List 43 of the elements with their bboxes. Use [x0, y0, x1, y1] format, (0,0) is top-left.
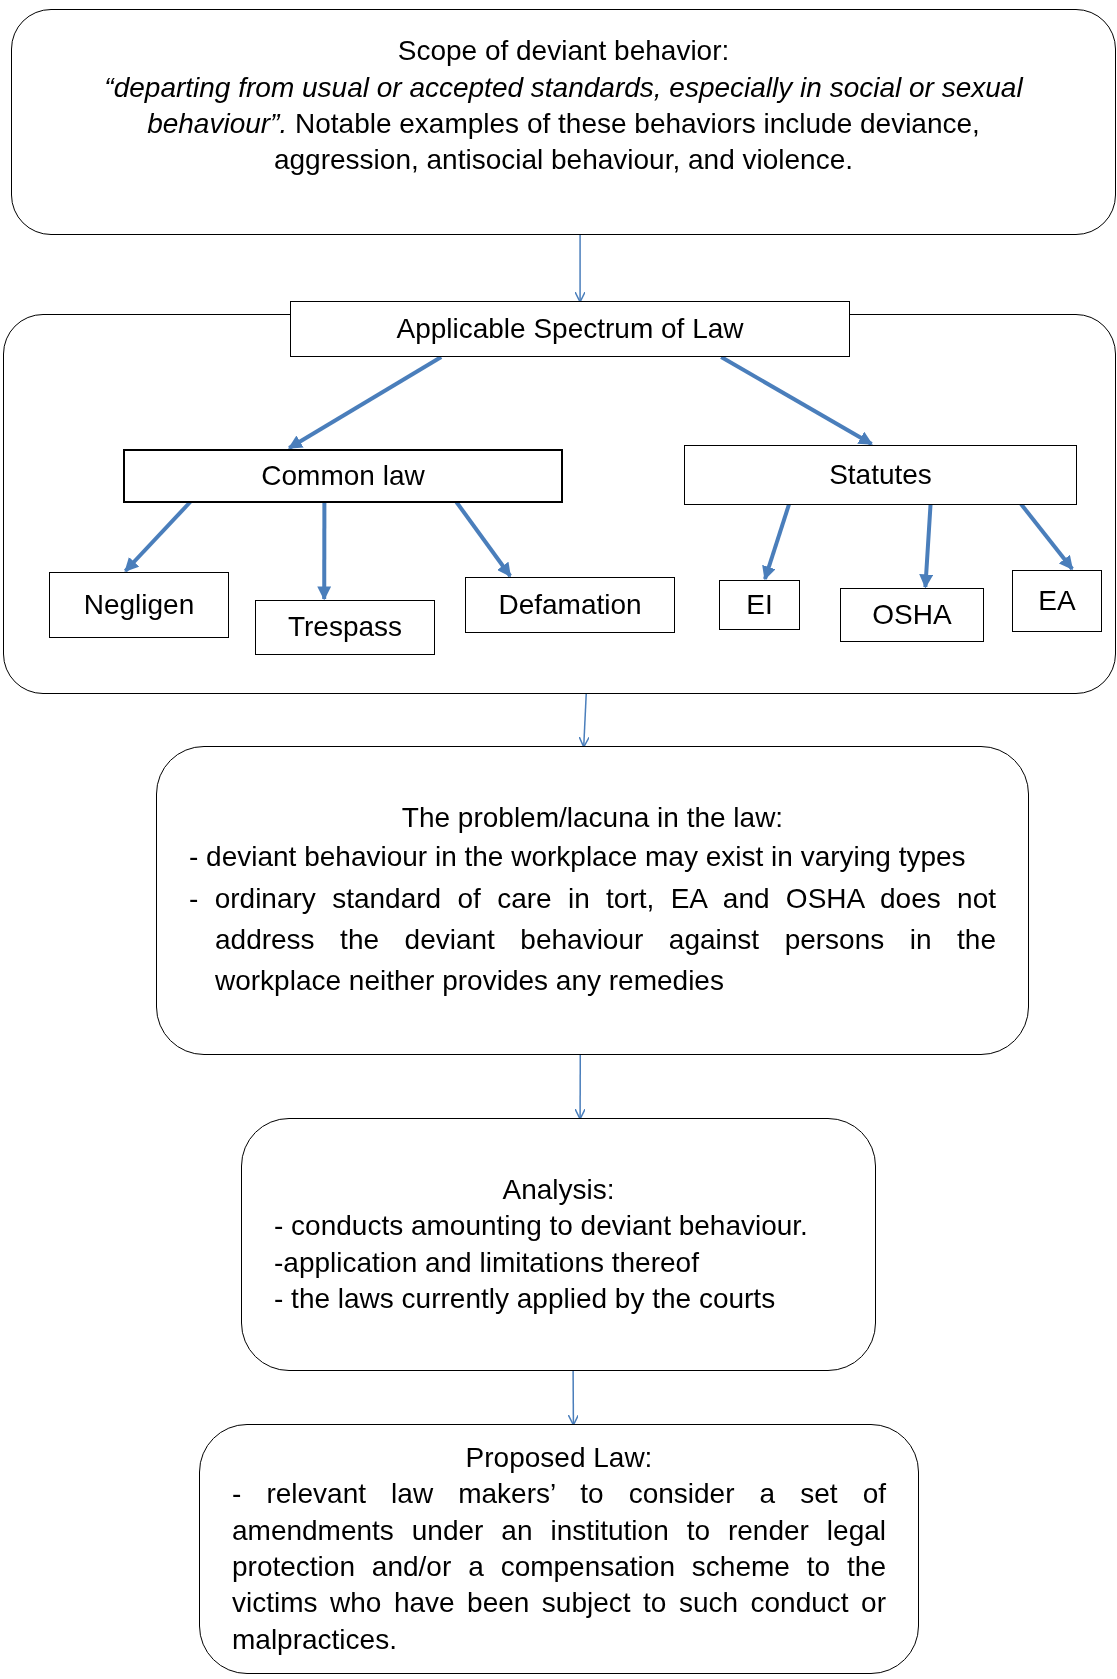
box-text: Common law: [261, 458, 425, 493]
label-box: [255, 600, 435, 655]
box-text: Negligen: [83, 587, 195, 622]
label-box: [123, 449, 563, 503]
arrow: [288, 355, 443, 450]
box-text: -application and limitations thereof: [274, 1245, 700, 1280]
box-text: “departing from usual or accepted standards, especially in social or sexual behaviour”. Notable examples of these behaviors include deviance, aggression, antisocial behaviour, and violence.: [103, 70, 1025, 178]
box-text: - relevant law makers’ to consider a set of amendments under an institution to render legal protection and/or a compensation scheme to the victims who have been subject to such conduct or malpractices.: [232, 1477, 886, 1657]
box-text: Applicable Spectrum of Law: [396, 311, 744, 346]
box-text: Trespass: [287, 610, 403, 645]
box-text: - conducts amounting to deviant behaviour.: [274, 1209, 809, 1244]
box-text: EA: [1038, 583, 1076, 618]
arrow: [574, 234, 586, 303]
rounded-box: [241, 1118, 876, 1371]
label-box: [290, 301, 850, 357]
box-heading: Scope of deviant behavior:: [397, 34, 730, 69]
label-box: [840, 588, 984, 642]
label-box: [719, 580, 800, 630]
box-text: Statutes: [829, 457, 932, 492]
rounded-box: [156, 746, 1029, 1055]
box-heading: The problem/lacuna in the law:: [400, 801, 785, 835]
box-text: Defamation: [498, 587, 642, 622]
label-box: [465, 577, 675, 633]
label-box: [684, 445, 1077, 505]
label-box: [49, 572, 229, 638]
label-box: [1012, 570, 1102, 632]
box-text: OSHA: [872, 597, 952, 632]
arrow: [578, 693, 590, 748]
arrow: [720, 355, 873, 446]
box-text: - ordinary standard of care in tort, EA and OSHA does not address the deviant behaviour against persons in the workplace neither provides any remedies: [189, 881, 996, 998]
box-heading: Analysis:: [501, 1172, 616, 1207]
arrow: [919, 503, 934, 589]
box-text: - deviant behaviour in the workplace may exist in varying types: [189, 840, 967, 875]
rounded-box: [199, 1424, 919, 1674]
arrow: [762, 503, 791, 581]
rounded-container: [3, 314, 1116, 694]
box-heading: Proposed Law:: [464, 1440, 654, 1475]
arrow: [317, 502, 332, 601]
rounded-box: [11, 9, 1116, 235]
box-text: - the laws currently applied by the courts: [274, 1281, 777, 1316]
arrow: [567, 1370, 580, 1426]
arrow: [574, 1054, 586, 1120]
box-text: EI: [746, 587, 773, 622]
